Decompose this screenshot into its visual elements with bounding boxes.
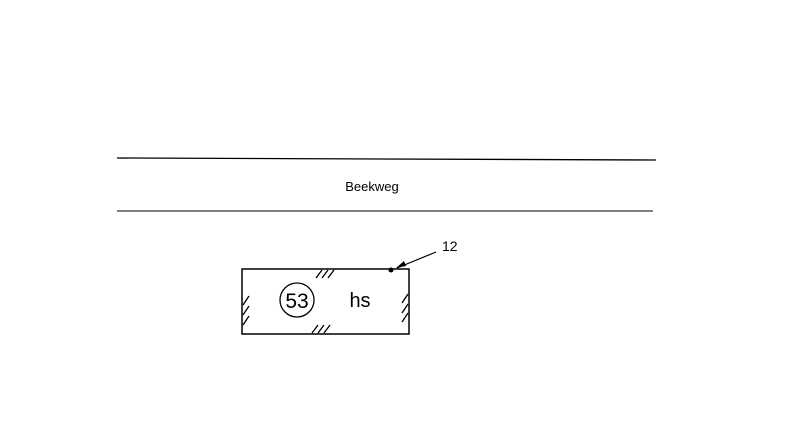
marker-point — [388, 267, 394, 273]
house-number: 53 — [285, 290, 308, 313]
house-number-circle — [279, 282, 315, 318]
building-label: hs — [349, 290, 370, 312]
arrow-head-icon — [396, 261, 406, 268]
marker-label: 12 — [442, 238, 458, 254]
street-name: Beekweg — [345, 179, 398, 194]
hatching — [242, 269, 409, 334]
building-outline — [241, 268, 410, 335]
street-edge-top — [116, 157, 657, 161]
building: 53 hs — [241, 268, 410, 335]
